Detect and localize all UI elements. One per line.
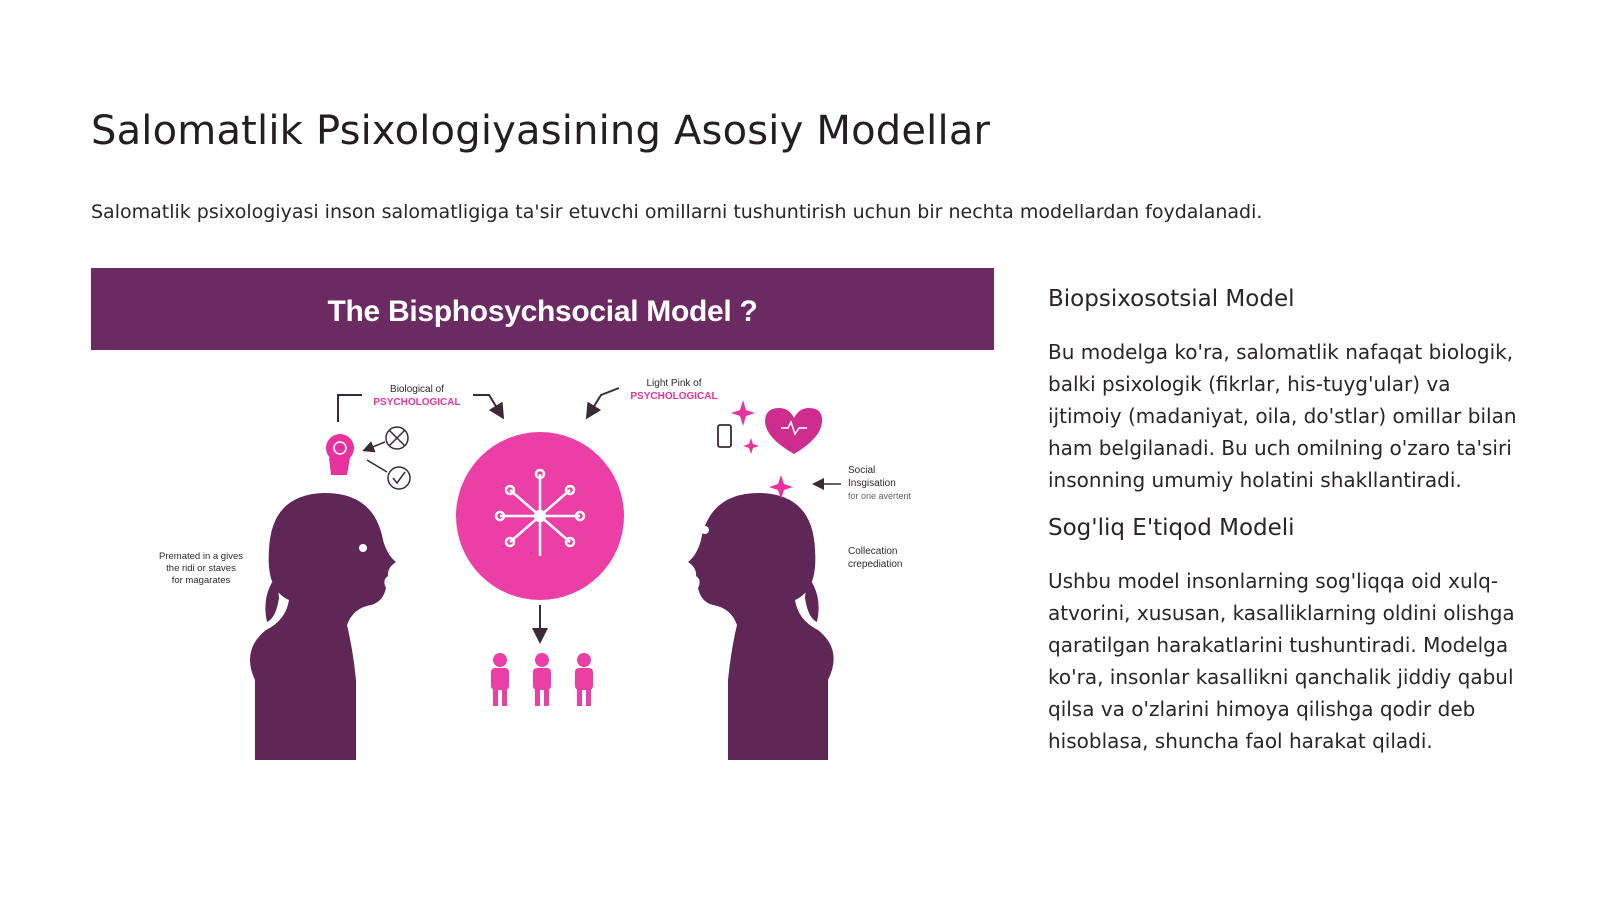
- dna-icon: [385, 426, 409, 450]
- model-health-belief: Sog'liq E'tiqod Modeli Ushbu model inson…: [1048, 515, 1528, 757]
- network-icon: [494, 468, 586, 556]
- model-heading: Biopsixosotsial Model: [1048, 286, 1295, 312]
- label-right-note1-2: Insgisation: [848, 478, 896, 489]
- figure-banner: The Bisphosychsocial Model ?: [91, 268, 994, 350]
- left-person-silhouette: [249, 492, 396, 760]
- check-icon: [387, 466, 411, 490]
- sparkle-icon: [743, 438, 759, 454]
- sparkle-icon: [769, 475, 793, 499]
- people-group-icon: [491, 653, 593, 706]
- label-left-note-3: for magarates: [172, 575, 231, 586]
- slide-intro: Salomatlik psixologiyasi inson salomatli…: [91, 201, 1263, 223]
- model-heading: Sog'liq E'tiqod Modeli: [1048, 515, 1295, 541]
- label-left-note-2: the ridi or staves: [166, 563, 236, 574]
- label-right-note2-1: Collecation: [848, 546, 897, 557]
- label-top-left-2: PSYCHOLOGICAL: [373, 397, 460, 408]
- label-right-note1-3: for one avertent: [848, 491, 912, 501]
- label-top-right-1: Light Pink of: [646, 378, 701, 389]
- head-gear-icon: [326, 434, 354, 475]
- biopsychosocial-figure: The Bisphosychsocial Model ?: [91, 268, 994, 778]
- model-biopsychosocial: Biopsixosotsial Model Bu modelga ko'ra, …: [1048, 286, 1528, 496]
- figure-illustration: Biological of PSYCHOLOGICAL Light Pink o…: [159, 378, 912, 760]
- model-body: Ushbu model insonlarning sog'liqqa oid x…: [1048, 569, 1515, 753]
- slide-title: Salomatlik Psixologiyasining Asosiy Mode…: [91, 108, 991, 154]
- figure-banner-title: The Bisphosychsocial Model ?: [327, 295, 758, 328]
- sparkle-icon: [731, 400, 755, 426]
- right-person-silhouette: [688, 492, 834, 760]
- model-body: Bu modelga ko'ra, salomatlik nafaqat bio…: [1048, 340, 1517, 492]
- label-right-note1-1: Social: [848, 465, 875, 476]
- label-left-note-1: Premated in a gives: [159, 551, 243, 562]
- label-top-right-2: PSYCHOLOGICAL: [630, 391, 717, 402]
- phone-icon: [717, 424, 732, 448]
- label-top-left-1: Biological of: [390, 384, 444, 395]
- label-right-note2-2: crepediation: [848, 559, 902, 570]
